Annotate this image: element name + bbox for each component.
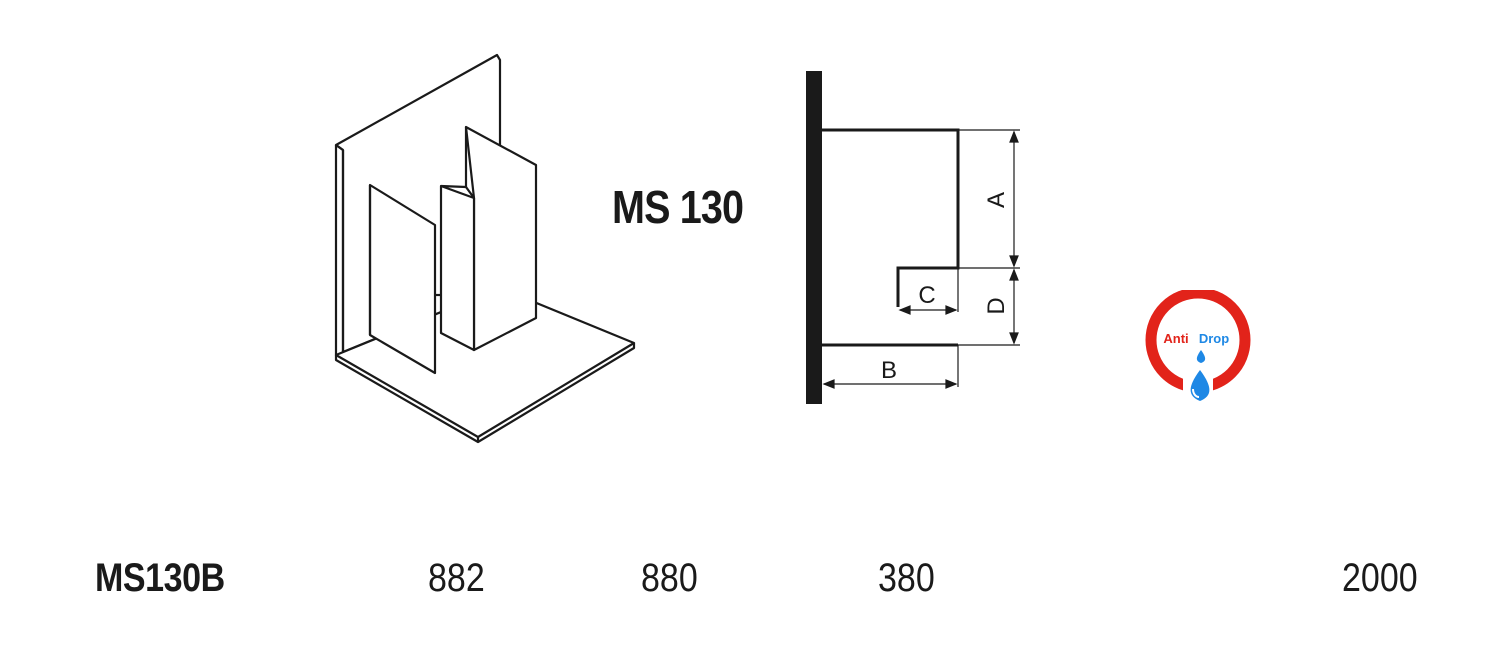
dimension-label-b: B [881, 357, 897, 384]
spec-value: 882 [428, 556, 485, 600]
antidrop-badge-icon: Anti Drop [1145, 290, 1251, 408]
badge-text-drop: Drop [1199, 331, 1229, 346]
product-title: MS 130 [612, 181, 744, 233]
bracket-isometric-drawing [334, 53, 636, 444]
wall-section [806, 71, 822, 404]
dimension-label-c: C [918, 282, 935, 309]
badge-text-anti: Anti [1163, 331, 1188, 346]
spec-value: 380 [878, 556, 935, 600]
dimension-label-d: D [983, 297, 1010, 314]
large-drop-icon [1190, 370, 1210, 401]
spec-value: 880 [641, 556, 698, 600]
small-drop-icon [1196, 350, 1206, 363]
model-code: MS130B [95, 556, 225, 600]
profile-dimension-drawing: A D C B [806, 71, 1020, 404]
dimension-label-a: A [983, 192, 1010, 208]
spec-value: 2000 [1342, 556, 1418, 600]
